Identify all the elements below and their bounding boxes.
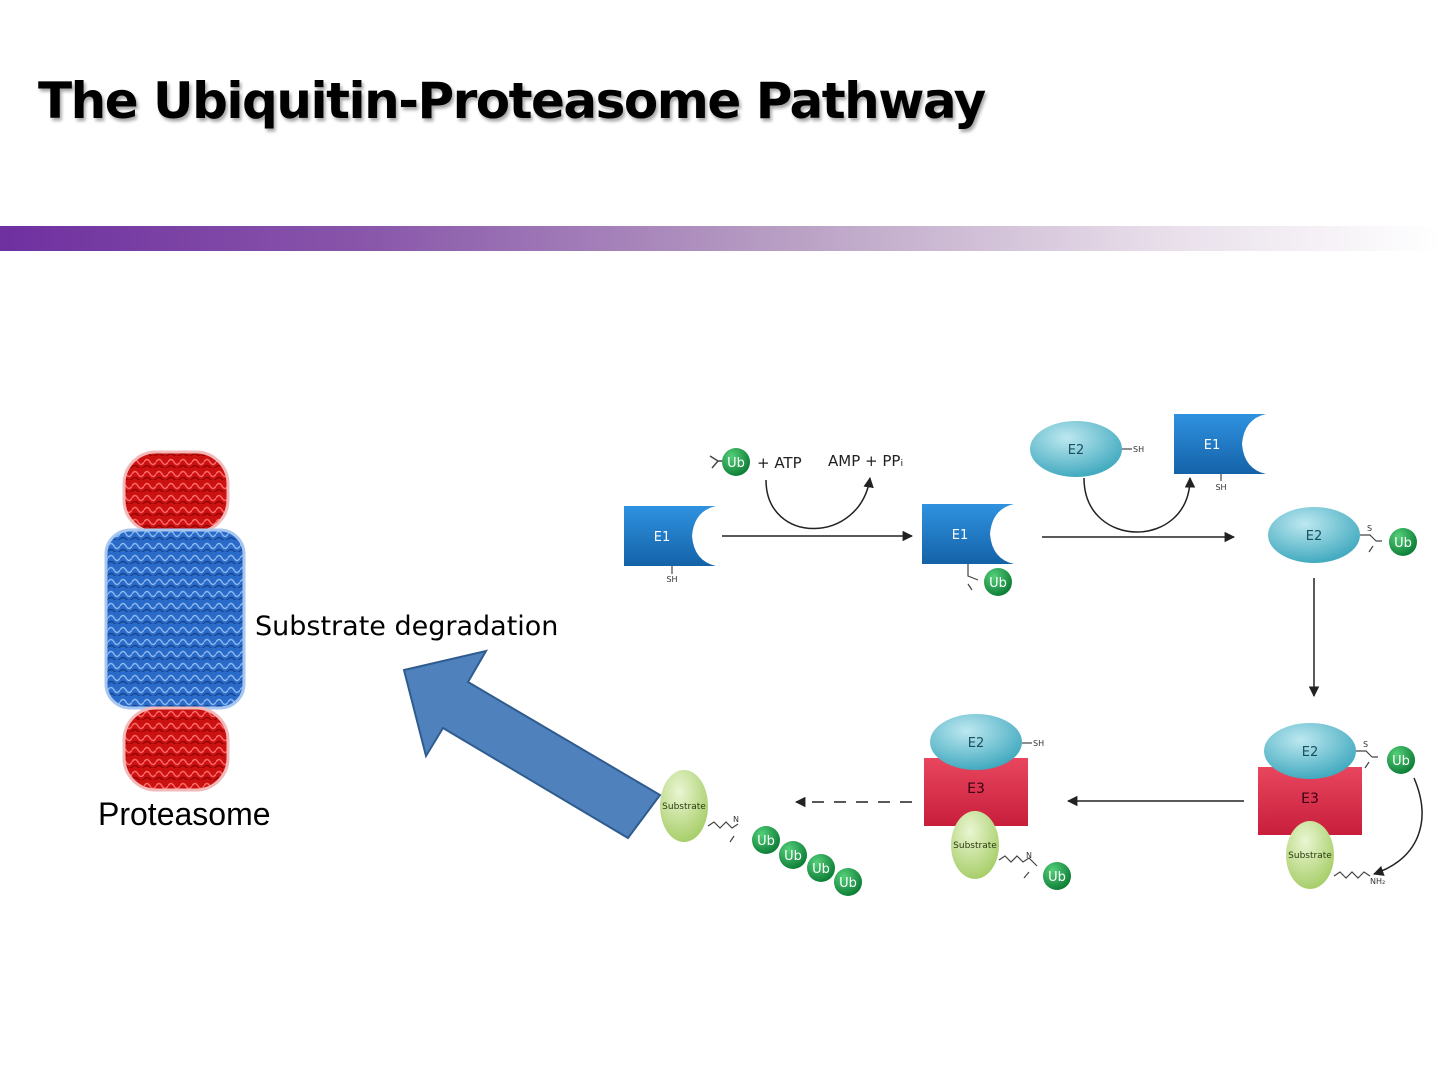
thioester-bond [967, 564, 979, 591]
s-label: S [1367, 524, 1372, 533]
n-label: N [733, 815, 739, 824]
proteasome-beta-rings [104, 528, 246, 710]
sh-label: SH [666, 575, 677, 584]
ub-transfer-curve-arrow [1373, 777, 1423, 876]
e2-label: E2 [1306, 529, 1323, 544]
proteasome-label: Proteasome [98, 796, 271, 832]
e1-label: E1 [1204, 438, 1221, 453]
n-label: N [1026, 851, 1032, 860]
ub-label: Ub [727, 456, 745, 471]
e2-ub-icon [1268, 507, 1360, 563]
atp-curve-arrow [765, 476, 874, 530]
sh-label: SH [1215, 483, 1226, 492]
ub-icon [984, 568, 1012, 596]
ub-label: Ub [784, 849, 802, 864]
substrate-icon [1286, 821, 1334, 889]
sh-label: SH [1133, 445, 1144, 454]
lysine-chain [1333, 871, 1371, 879]
ub-icon [722, 448, 750, 476]
ub-label: Ub [839, 876, 857, 891]
proteasome-image [104, 450, 246, 792]
e2-ub-bound-icon [1264, 723, 1356, 779]
e2-released-icon [930, 714, 1022, 770]
substrate-icon [951, 811, 999, 879]
substrate-label: Substrate [662, 802, 706, 812]
substrate-label: Substrate [953, 841, 997, 851]
ub-label: Ub [757, 834, 775, 849]
e2-transfer-curve-arrow [1083, 476, 1196, 533]
sh-label: SH [1033, 739, 1044, 748]
isopeptide-bond [707, 821, 739, 843]
title-divider-bar [0, 226, 1440, 251]
e3-label: E3 [967, 781, 985, 797]
ub-label: Ub [989, 576, 1007, 591]
substrate-degradation-label: Substrate degradation [255, 611, 559, 642]
nh2-label: NH₂ [1370, 877, 1385, 886]
e2-label: E2 [1068, 443, 1085, 458]
amp-ppi-label: AMP + PPᵢ [828, 452, 903, 470]
e1-label: E1 [952, 528, 969, 543]
isopeptide-bond [998, 855, 1038, 879]
ub-icon [1043, 862, 1071, 890]
ub-label: Ub [1048, 870, 1066, 885]
substrate-polyub-icon [660, 770, 708, 842]
e1-label: E1 [654, 530, 671, 545]
degradation-arrow [402, 649, 662, 840]
thioester-bond [1360, 534, 1382, 553]
e2-label: E2 [1302, 745, 1319, 760]
ub-chain-icon [752, 826, 780, 854]
ub-chain-icon [807, 854, 835, 882]
thioester-bond [1356, 750, 1378, 769]
ub-label: Ub [1394, 536, 1412, 551]
ub-carboxyl-icon [709, 455, 724, 469]
ub-label: Ub [1392, 754, 1410, 769]
ub-icon [1389, 528, 1417, 556]
e3-label: E3 [1301, 791, 1319, 807]
slide-title: The Ubiquitin-Proteasome Pathway [38, 72, 986, 130]
ub-chain-icon [779, 841, 807, 869]
proteasome-alpha-ring-top [122, 450, 230, 534]
e2-free-icon [1030, 421, 1122, 477]
substrate-label: Substrate [1288, 851, 1332, 861]
e2-label: E2 [968, 736, 985, 751]
proteasome-alpha-ring-bottom [122, 706, 230, 792]
ub-icon [1387, 746, 1415, 774]
ub-chain-icon [834, 868, 862, 896]
ub-label: Ub [812, 862, 830, 877]
s-label: S [1363, 740, 1368, 749]
atp-label: + ATP [757, 454, 802, 472]
